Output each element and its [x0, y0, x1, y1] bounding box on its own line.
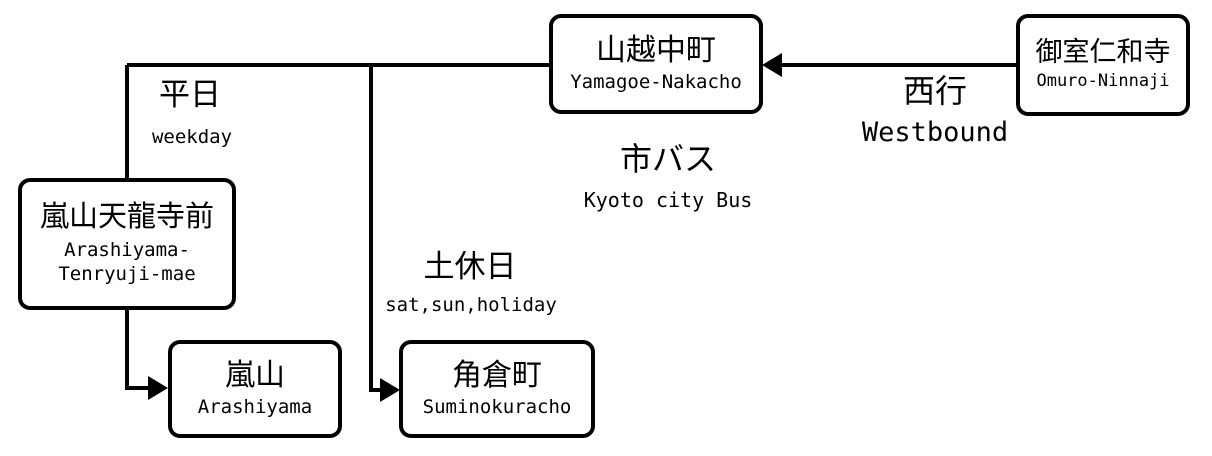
stop-name-jp: 角倉町: [452, 357, 542, 393]
stop-name-en-line1: Arashiyama-: [64, 239, 190, 262]
stop-name-en-line2: Tenryuji-mae: [58, 262, 196, 285]
westbound-arrowhead: [762, 53, 782, 77]
holiday-label-en: sat,sun,holiday: [385, 294, 557, 316]
stop-name-jp: 山越中町: [596, 32, 716, 68]
stop-name-en: Arashiyama: [197, 395, 313, 418]
weekday-label-jp: 平日: [159, 77, 221, 113]
stop-name-jp: 嵐山天龍寺前: [39, 199, 214, 234]
stop-name-en: Suminokuracho: [422, 395, 572, 418]
stop-yamagoe-nakacho: 山越中町 Yamagoe-Nakacho: [549, 14, 763, 114]
stop-suminokuracho: 角倉町 Suminokuracho: [399, 340, 595, 438]
direction-label-en: Westbound: [861, 117, 1009, 148]
to-arashiyama-line: [125, 310, 152, 390]
holiday-branch-line: [369, 65, 384, 392]
stop-omuro-ninnaji: 御室仁和寺 Omuro-Ninnaji: [1016, 14, 1190, 116]
stop-arashiyama: 嵐山 Arashiyama: [168, 340, 342, 438]
stop-name-en: Yamagoe-Nakacho: [570, 70, 742, 93]
stop-name-jp: 嵐山: [225, 357, 285, 393]
holiday-label-jp: 土休日: [423, 249, 517, 285]
operator-label-en: Kyoto city Bus: [583, 188, 753, 212]
to-suminokura-arrowhead: [380, 378, 400, 402]
direction-label-jp: 西行: [902, 72, 967, 110]
weekday-label-en: weekday: [151, 126, 233, 148]
stop-arashiyama-tenryuji-mae: 嵐山天龍寺前 Arashiyama- Tenryuji-mae: [18, 178, 236, 310]
operator-label-jp: 市バス: [619, 140, 716, 178]
stop-name-jp: 御室仁和寺: [1035, 36, 1171, 68]
stop-name-en: Omuro-Ninnaji: [1036, 71, 1170, 92]
to-arashiyama-arrowhead: [148, 376, 168, 400]
